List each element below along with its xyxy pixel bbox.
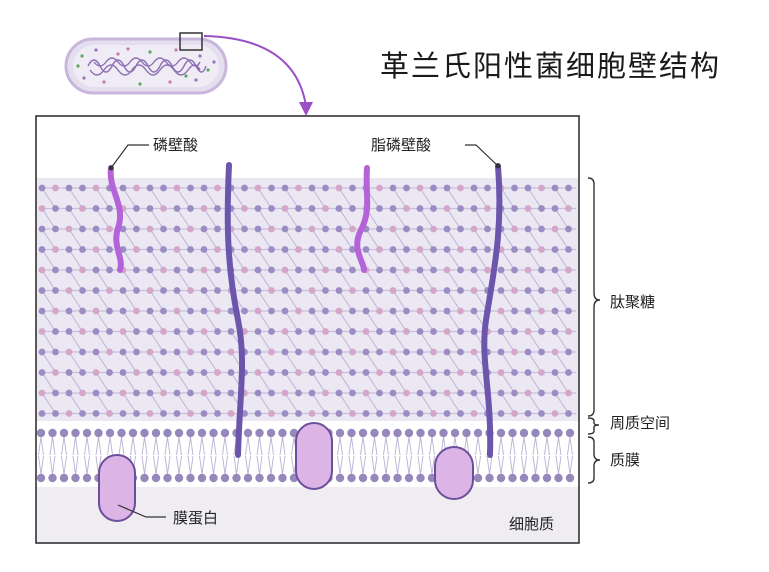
arrow-head — [299, 102, 313, 116]
leader-lines — [110, 144, 499, 518]
bacterium-thumbnail — [64, 32, 228, 95]
membrane-protein-1 — [98, 454, 136, 522]
lipoteichoic-acid-2 — [481, 163, 503, 458]
teichoic-acid-1 — [107, 165, 124, 273]
label-periplasmic-space: 周质空间 — [610, 414, 671, 432]
zoom-arrow — [203, 35, 307, 107]
diagram-frame — [35, 115, 580, 544]
label-teichoic-acid: 磷壁酸 — [153, 136, 199, 154]
label-peptidoglycan: 肽聚糖 — [610, 293, 656, 311]
zoom-box — [179, 32, 203, 51]
braces — [587, 177, 601, 484]
membrane-protein-2 — [295, 422, 333, 490]
label-cell-membrane: 质膜 — [610, 451, 641, 469]
label-cytoplasm: 细胞质 — [509, 515, 555, 533]
label-membrane-protein: 膜蛋白 — [173, 509, 219, 527]
lipoteichoic-acid-1 — [224, 162, 246, 458]
dna-coil — [87, 57, 207, 76]
membrane-protein-3 — [434, 446, 474, 500]
diagram-title: 革兰氏阳性菌细胞壁结构 — [380, 49, 722, 83]
teichoic-acid-2 — [354, 165, 371, 273]
label-lipoteichoic-acid: 脂磷壁酸 — [371, 136, 432, 154]
